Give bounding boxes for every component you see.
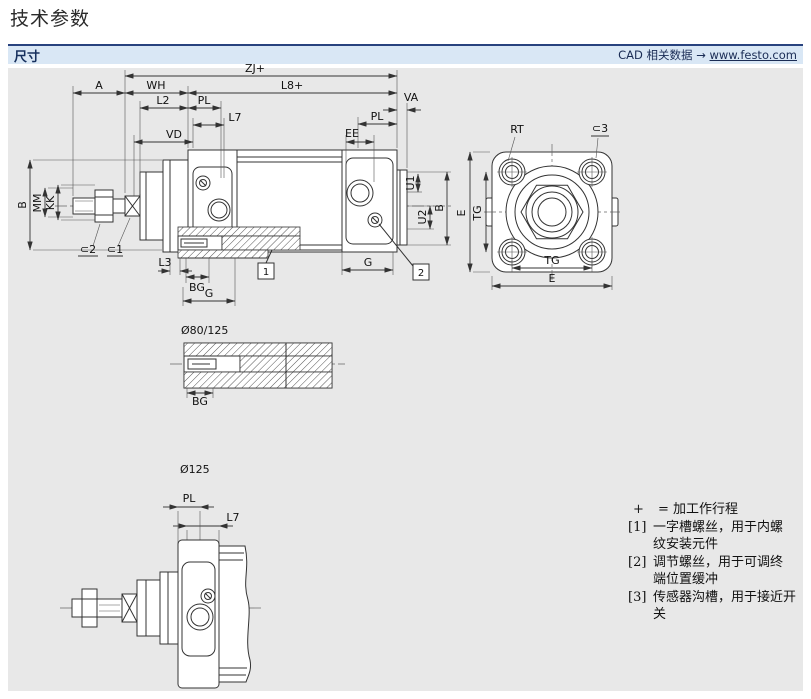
wrench-flats-label-2: ⊂2 — [80, 243, 96, 256]
legend-item-2-line1: 调节螺丝，用于可调终 — [653, 554, 784, 570]
dim-label-e-left: E — [455, 209, 468, 216]
legend-item-1-line2: 纹安装元件 — [653, 537, 719, 552]
wrench-flats-label-1: ⊂1 — [107, 243, 123, 256]
detail-125: Ø125 PL L7 — [60, 463, 262, 689]
detail-80-125-label: Ø80/125 — [181, 324, 228, 337]
page-title: 技术参数 — [10, 8, 91, 30]
dim-label-wh: WH — [146, 79, 165, 92]
legend: + = 加工作行程 [1] 一字槽螺丝，用于内螺 纹安装元件 [2] 调节螺丝，… — [628, 501, 810, 624]
arrow-icon: → — [696, 48, 706, 62]
legend-note-text: = 加工作行程 — [658, 502, 739, 517]
legend-note: + = 加工作行程 — [628, 501, 810, 519]
dim-label-l3: L3 — [158, 256, 171, 269]
callout-2: 2 — [418, 268, 424, 279]
dim-label-pl-detail: PL — [183, 492, 197, 505]
legend-item-3-line2: 关 — [653, 607, 667, 622]
cad-data-note: CAD 相关数据 → www.festo.com — [618, 47, 797, 63]
festo-link[interactable]: www.festo.com — [709, 48, 798, 62]
dim-label-l7: L7 — [228, 111, 241, 124]
dim-label-bg: BG — [189, 281, 205, 294]
dim-label-u2: U2 — [416, 209, 429, 224]
dim-label-pl-right: PL — [371, 110, 385, 123]
dim-label-zj: ZJ+ — [245, 62, 265, 75]
dim-label-tg-left: TG — [471, 205, 484, 221]
dim-label-g-right: G — [364, 256, 373, 269]
sensor-groove-section — [177, 226, 301, 259]
dim-label-kk: KK — [44, 195, 57, 210]
detail-80-125: Ø80/125 BG — [170, 324, 345, 408]
legend-item-1-ref: [1] — [628, 519, 647, 535]
legend-item-1-text: 一字槽螺丝，用于内螺 纹安装元件 — [653, 519, 803, 554]
dim-label-b-right: B — [433, 204, 446, 212]
legend-item-1-line1: 一字槽螺丝，用于内螺 — [653, 519, 784, 535]
legend-item-3-text: 传感器沟槽，用于接近开 关 — [653, 589, 803, 624]
section-header-bar: 尺寸 CAD 相关数据 → www.festo.com — [8, 44, 803, 65]
callout-1: 1 — [263, 267, 269, 278]
legend-item-3: [3] 传感器沟槽，用于接近开 关 — [628, 589, 810, 624]
dim-label-e-bottom: E — [549, 272, 556, 285]
dim-label-bg-detail: BG — [192, 395, 208, 408]
detail-125-label: Ø125 — [180, 463, 210, 476]
dim-label-vd: VD — [166, 128, 182, 141]
dim-label-b-left: B — [16, 201, 29, 209]
dim-label-pl: PL — [198, 94, 212, 107]
dim-label-tg-bottom: TG — [543, 254, 559, 267]
legend-item-1: [1] 一字槽螺丝，用于内螺 纹安装元件 — [628, 519, 810, 554]
legend-item-2-ref: [2] — [628, 554, 647, 570]
legend-item-2-line2: 端位置缓冲 — [653, 572, 719, 587]
dim-label-a: A — [95, 79, 103, 92]
legend-item-3-ref: [3] — [628, 589, 647, 605]
legend-note-symbol: + — [633, 502, 644, 517]
mounting-bolt-holes — [497, 157, 607, 267]
legend-item-2-text: 调节螺丝，用于可调终 端位置缓冲 — [653, 554, 803, 589]
legend-item-3-line1: 传感器沟槽，用于接近开 — [653, 589, 797, 605]
cad-label: CAD 相关数据 — [618, 48, 693, 62]
dim-label-l2: L2 — [156, 94, 169, 107]
legend-item-2: [2] 调节螺丝，用于可调终 端位置缓冲 — [628, 554, 810, 589]
wrench-flats-label-3: ⊂3 — [592, 122, 608, 135]
dim-label-mm: MM — [31, 194, 44, 213]
end-view: RT ⊂3 E TG TG E — [455, 122, 620, 290]
dim-label-u1: U1 — [404, 175, 417, 190]
dim-label-g-left: G — [205, 287, 214, 300]
section-label: 尺寸 — [14, 49, 41, 65]
main-side-view: ZJ+ A WH L8+ L2 PL L7 VA PL VD EE — [16, 62, 452, 306]
dim-label-va: VA — [404, 91, 419, 104]
dim-label-ee: EE — [345, 127, 359, 140]
dim-label-rt: RT — [510, 123, 524, 136]
dim-label-l7-detail: L7 — [226, 511, 239, 524]
dim-label-l8: L8+ — [281, 79, 303, 92]
